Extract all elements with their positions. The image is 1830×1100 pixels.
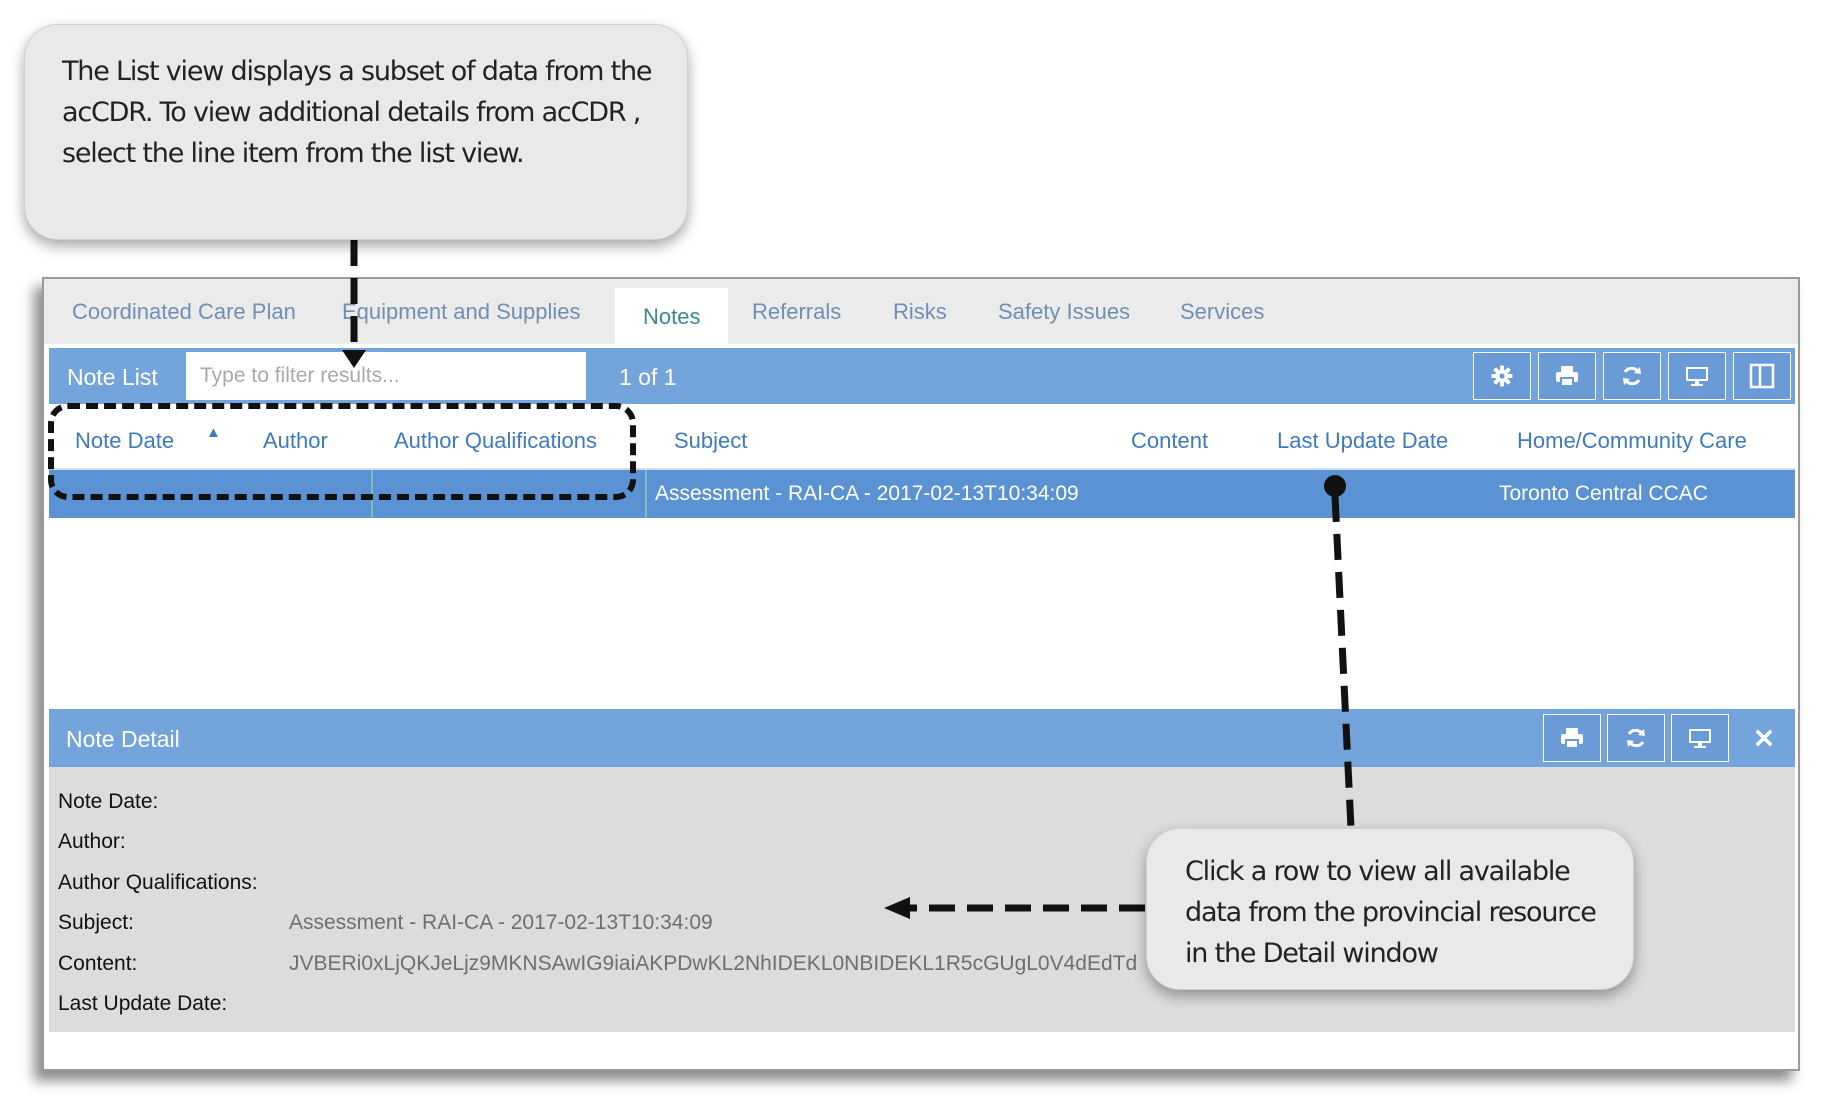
field-label-content: Content: (58, 952, 138, 975)
column-header-last-update-date[interactable]: Last Update Date (1277, 428, 1449, 453)
print-icon (1561, 728, 1583, 749)
refresh-icon (1627, 728, 1645, 748)
arrow-line-vertical (1331, 495, 1355, 829)
refresh-button[interactable] (1603, 352, 1661, 400)
monitor-icon (1689, 729, 1711, 748)
monitor-icon (1686, 367, 1708, 386)
field-value-subject: Assessment - RAI-CA - 2017-02-13T10:34:0… (289, 911, 713, 934)
refresh-icon (1623, 366, 1641, 386)
display-button[interactable] (1668, 352, 1726, 400)
column-header-author-qualifications[interactable]: Author Qualifications (394, 428, 597, 453)
detail-close-button[interactable] (1735, 714, 1793, 762)
field-label-author-qualifications: Author Qualifications: (58, 871, 258, 894)
note-detail-title: Note Detail (66, 726, 180, 752)
arrow-head-left (884, 897, 910, 919)
gear-icon (1491, 365, 1513, 387)
header-divider (49, 468, 1795, 470)
tab-notes[interactable]: Notes (615, 288, 729, 346)
tab-safety-issues[interactable]: Safety Issues (998, 299, 1131, 324)
tab-risks[interactable]: Risks (893, 299, 947, 324)
column-header-author[interactable]: Author (263, 428, 328, 453)
tab-equipment-and-supplies[interactable]: Equipment and Supplies (342, 299, 581, 324)
field-label-last-update-date: Last Update Date: (58, 992, 228, 1015)
column-header-note-date[interactable]: Note Date (75, 428, 175, 453)
page-count: 1 of 1 (619, 364, 677, 390)
detail-display-button[interactable] (1671, 714, 1729, 762)
settings-button[interactable] (1473, 352, 1531, 400)
field-value-content: JVBERi0xLjQKJeLjz9MKNSAwIG9iaiAKPDwKL2Nh… (289, 952, 1138, 975)
tab-coordinated-care-plan[interactable]: Coordinated Care Plan (72, 299, 296, 324)
print-button[interactable] (1538, 352, 1596, 400)
app-window: Coordinated Care Plan Equipment and Supp… (42, 277, 1800, 1071)
detail-refresh-button[interactable] (1607, 714, 1665, 762)
sort-ascending-icon[interactable]: ▲ (206, 424, 221, 441)
column-layout-icon (1749, 363, 1775, 389)
column-header-content[interactable]: Content (1131, 428, 1209, 453)
field-label-author: Author: (58, 830, 126, 853)
tab-referrals[interactable]: Referrals (752, 299, 842, 324)
field-label-subject: Subject: (58, 911, 134, 934)
arrow-head-down (342, 350, 366, 368)
field-label-note-date: Note Date: (58, 790, 159, 813)
column-header-home-community-care[interactable]: Home/Community Care (1517, 428, 1747, 453)
note-list-toolbar: Note List 1 of 1 (49, 348, 1795, 404)
arrow-origin-dot (1324, 475, 1346, 497)
cell-subject: Assessment - RAI-CA - 2017-02-13T10:34:0… (655, 482, 1079, 505)
cell-home-community-care: Toronto Central CCAC (1499, 482, 1708, 505)
layout-toggle-button[interactable] (1733, 352, 1791, 400)
callout-click-row-note: Click a row to view all available data f… (1146, 828, 1634, 990)
print-icon (1556, 366, 1578, 387)
column-header-subject[interactable]: Subject (674, 428, 748, 453)
tab-bar: Coordinated Care Plan Equipment and Supp… (44, 279, 1798, 346)
tab-services[interactable]: Services (1180, 299, 1265, 324)
note-list-title: Note List (67, 364, 158, 390)
detail-print-button[interactable] (1543, 714, 1601, 762)
note-detail-toolbar: Note Detail (49, 709, 1795, 767)
note-list-table: Note Date ▲ Author Author Qualifications… (49, 404, 1795, 704)
highlight-dashed-box (48, 403, 636, 500)
close-icon (1755, 729, 1773, 747)
callout-text: The List view displays a subset of data … (62, 56, 652, 169)
callout-text: Click a row to view all available data f… (1185, 856, 1597, 969)
filter-results-input[interactable] (186, 352, 586, 400)
cell-divider (645, 470, 647, 518)
callout-list-view-note: The List view displays a subset of data … (24, 24, 688, 240)
